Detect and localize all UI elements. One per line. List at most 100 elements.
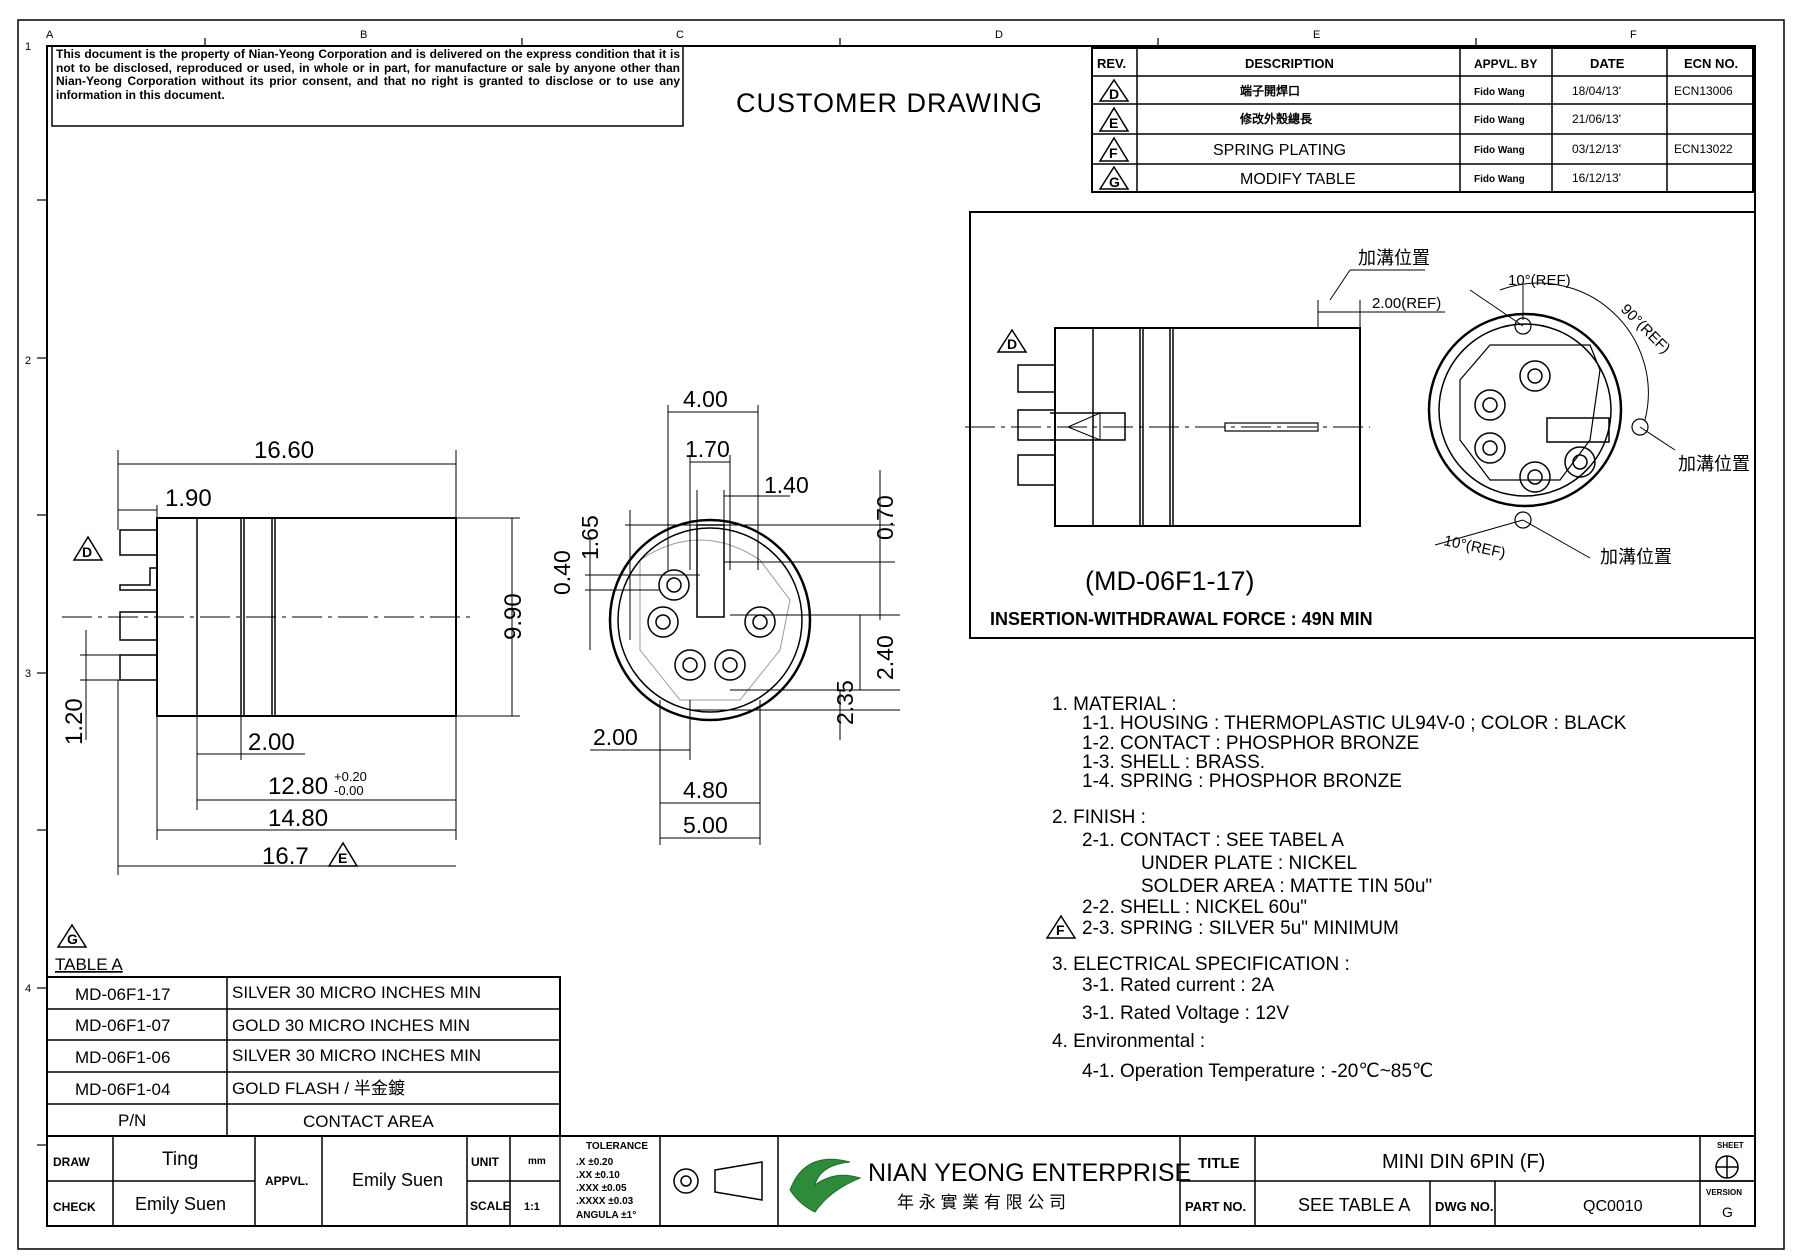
rev-header-date: DATE [1590,56,1625,71]
tb-tol-4: .XXXX ±0.03 [576,1196,634,1207]
disclaimer-box [51,45,684,127]
tb-draw-label: DRAW [53,1155,90,1169]
dim-2-35: 2.35 [832,680,858,725]
detail-view: 加溝位置 2.00(REF) 10°(REF) 90°(REF) 加溝位置 10… [965,211,1756,639]
dim-16-7: 16.7 [262,843,309,870]
side-rev-d: D [82,544,92,560]
col-letter-e: E [1313,29,1320,41]
col-letter-f: F [1630,29,1637,41]
col-letter-c: C [676,29,684,41]
dim-1-70: 1.70 [685,436,730,462]
tb-tol-1: .X ±0.20 [576,1157,614,1168]
col-letter-a: A [46,29,54,41]
rev-row-4-rev: G [1109,174,1120,190]
ref-90: 90°(REF) [1617,301,1673,357]
rev-row-2-date: 21/06/13' [1572,112,1621,126]
tb-company-zh: 年 永 實 業 有 限 公 司 [897,1193,1066,1212]
tb-scale-label: SCALE [470,1199,511,1213]
rev-row-3-description: SPRING PLATING [1213,142,1346,159]
front-view: 4.00 1.70 1.40 0.70 1.65 0.40 2.40 2.35 … [549,386,900,845]
dim-14-80: 14.80 [268,805,328,832]
rev-row-3-ecn: ECN13022 [1674,142,1733,156]
table-a-row-2-area: GOLD 30 MICRO INCHES MIN [232,1016,470,1035]
tb-title-label: TITLE [1198,1155,1240,1172]
note-3-1: 3-1. Rated current : 2A [1082,975,1275,996]
tb-dwgno-label: DWG NO. [1435,1199,1494,1214]
rev-row-1-appvl: Fido Wang [1474,87,1525,98]
ref-10-bottom: 10°(REF) [1442,532,1507,562]
tb-company-en: NIAN YEONG ENTERPRISE [868,1159,1191,1187]
row-number-2: 2 [25,355,31,367]
tb-tol-2: .XX ±0.10 [576,1170,620,1181]
table-a-row-3-area: SILVER 30 MICRO INCHES MIN [232,1046,481,1065]
table-a-header-pn: P/N [118,1111,146,1130]
tb-partno-label: PART NO. [1185,1199,1246,1214]
notes-rev-f: F [1056,922,1065,938]
border-ticks [37,38,1477,1146]
rev-header-appvl: APPVL. BY [1474,57,1537,71]
rev-row-3-date: 03/12/13' [1572,142,1621,156]
tb-appvl-label: APPVL. [265,1174,308,1188]
row-number-3: 3 [25,668,31,680]
dim-1-90: 1.90 [165,485,212,512]
table-a-row-4-pn: MD-06F1-04 [75,1080,170,1099]
dim-0-70: 0.70 [872,495,898,540]
detail-model: (MD-06F1-17) [1085,566,1255,596]
notes: 1. MATERIAL : 1-1. HOUSING : THERMOPLAST… [1052,694,1627,1082]
dim-12-80-tol-minus: -0.00 [334,783,364,798]
tb-draw-value: Ting [162,1149,198,1170]
col-letter-d: D [995,29,1003,41]
dim-16-60: 16.60 [254,437,314,464]
table-a: G TABLE A MD-06F1-17 SILVER 30 MICRO INC… [46,923,561,1137]
tb-tol-5: ANGULA ±1° [576,1210,636,1221]
groove-label-bottom: 加溝位置 [1600,547,1672,567]
dim-2-00-side: 2.00 [248,729,295,756]
note-3-2: 3-1. Rated Voltage : 12V [1082,1003,1289,1024]
title-block: DRAW Ting CHECK Emily Suen APPVL. Emily … [46,1135,1756,1227]
dim-1-65: 1.65 [577,515,603,560]
side-view: 16.60 1.90 9.90 1.20 2.00 12.80 +0.20 -0… [61,437,527,875]
outer-frame [17,19,1785,1250]
tb-version-label: VERSION [1706,1188,1742,1197]
table-a-header-area: CONTACT AREA [303,1112,434,1131]
detail-force: INSERTION-WITHDRAWAL FORCE : 49N MIN [990,609,1373,629]
note-3: 3. ELECTRICAL SPECIFICATION : [1052,954,1350,975]
tb-unit-value: mm [528,1156,546,1167]
note-1-1: 1-1. HOUSING : THERMOPLASTIC UL94V-0 ; C… [1082,713,1627,734]
table-a-row-1-area: SILVER 30 MICRO INCHES MIN [232,983,481,1002]
dim-5-00: 5.00 [683,812,728,838]
dim-2-40: 2.40 [872,635,898,680]
rev-row-1-date: 18/04/13' [1572,84,1621,98]
rev-header-rev: REV. [1097,56,1126,71]
rev-row-1-description: 端子開焊口 [1240,83,1300,98]
row-number-1: 1 [25,41,31,53]
rev-header-ecn: ECN NO. [1684,56,1738,71]
side-rev-e: E [338,850,347,866]
rev-row-3-rev: F [1109,145,1118,161]
note-1-3: 1-3. SHELL : BRASS. [1082,752,1265,773]
tb-title-value: MINI DIN 6PIN (F) [1382,1151,1545,1173]
dim-0-40: 0.40 [549,550,575,595]
table-a-rev: G [67,931,78,947]
table-a-row-2-pn: MD-06F1-07 [75,1016,170,1035]
tb-check-label: CHECK [53,1200,96,1214]
tb-sheet-label: SHEET [1717,1141,1744,1150]
dim-4-00: 4.00 [683,386,728,412]
tb-scale-value: 1:1 [524,1201,540,1213]
dim-1-20: 1.20 [61,698,88,745]
rev-row-3-appvl: Fido Wang [1474,145,1525,156]
table-a-title: TABLE A [55,955,123,974]
rev-row-4-date: 16/12/13' [1572,171,1621,185]
tb-tol-3: .XXX ±0.05 [576,1183,627,1194]
row-number-4: 4 [25,983,31,995]
disclaimer-fo: This document is the property of Nian-Ye… [56,48,680,101]
ref-2-00: 2.00(REF) [1372,295,1441,312]
rev-row-1-rev: D [1109,86,1119,102]
notes-rev-f-triangle [1045,914,1077,939]
tb-dwgno-value: QC0010 [1583,1198,1643,1215]
groove-label-top: 加溝位置 [1358,248,1430,268]
note-1: 1. MATERIAL : [1052,694,1177,715]
note-2-3: 2-3. SPRING : SILVER 5u" MINIMUM [1082,918,1399,939]
tb-unit-label: UNIT [471,1155,500,1169]
dim-1-40: 1.40 [764,472,809,498]
